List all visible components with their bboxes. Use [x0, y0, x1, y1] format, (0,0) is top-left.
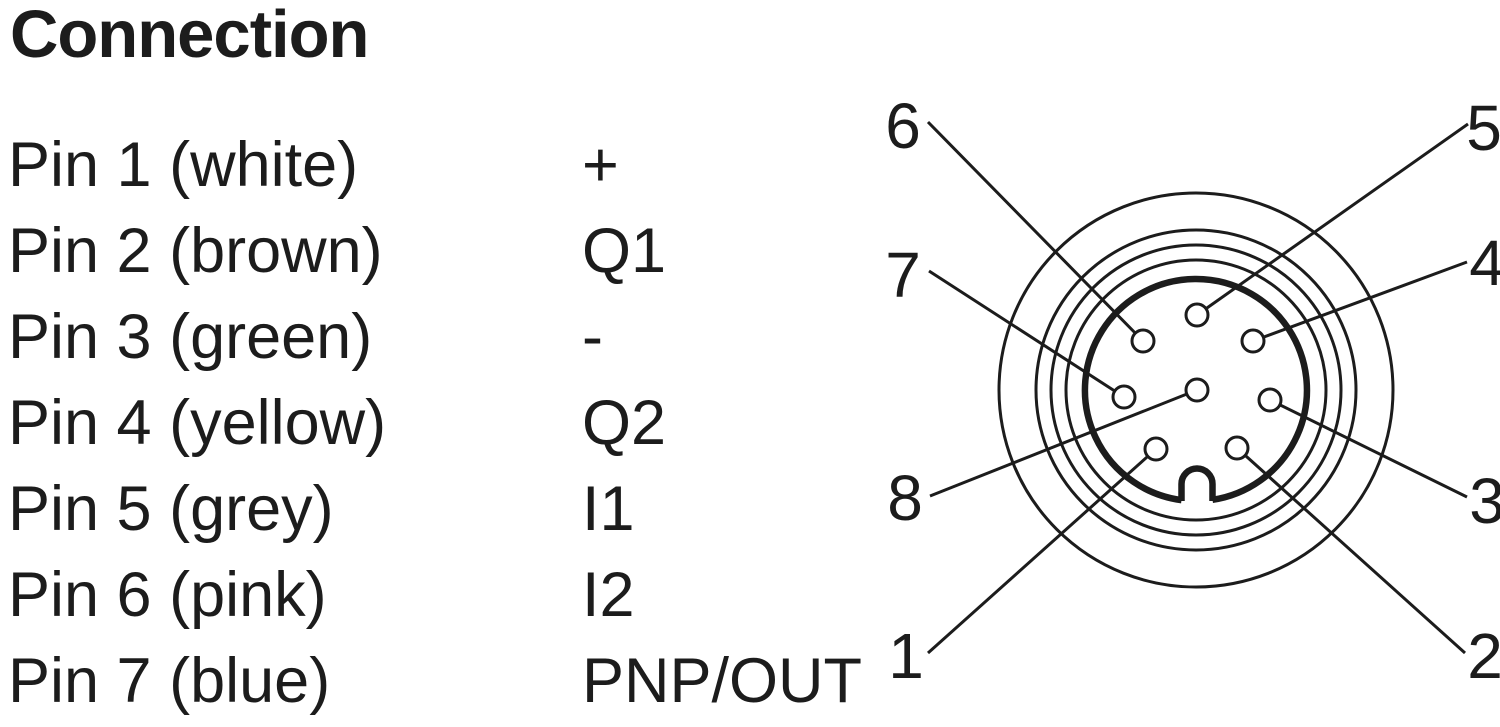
- ring-3: [1049, 243, 1343, 537]
- pin-signal: Q1: [582, 216, 667, 286]
- connector-body-rings: [997, 191, 1395, 589]
- pin-3-hole: [1257, 387, 1283, 413]
- pin-3-number: 3: [1469, 465, 1500, 537]
- pin-label: Pin 5 (grey): [8, 474, 334, 544]
- pin-7-hole: [1111, 384, 1137, 410]
- leader-line-4: [1252, 260, 1468, 343]
- pin-5-hole: [1184, 302, 1210, 328]
- pin-6-hole: [1130, 328, 1156, 354]
- pin-signal: I2: [582, 560, 635, 630]
- pin-label: Pin 3 (green): [8, 302, 373, 372]
- pin-label: Pin 7 (blue): [8, 646, 331, 716]
- pin-8-hole: [1184, 377, 1210, 403]
- pin-holes: [1111, 302, 1283, 462]
- leader-line-7: [928, 269, 1125, 399]
- table-row: Pin 5 (grey) I1: [8, 466, 908, 552]
- pin-4-number: 4: [1469, 227, 1500, 299]
- pin-number-labels: 6 7 8 1 5 4 3 2: [885, 90, 1500, 692]
- pin-label: Pin 2 (brown): [8, 216, 383, 286]
- pin-label: Pin 4 (yellow): [8, 388, 387, 458]
- pin-label: Pin 6 (pink): [8, 560, 327, 630]
- pin-2-hole: [1224, 435, 1250, 461]
- outer-ring: [997, 191, 1395, 589]
- table-row: Pin 1 (white) +: [8, 122, 908, 208]
- pin-signal: I1: [582, 474, 635, 544]
- pin-label: Pin 1 (white): [8, 130, 359, 200]
- page-title: Connection: [10, 0, 369, 72]
- leader-lines: [926, 120, 1469, 655]
- pin-6-number: 6: [885, 90, 921, 162]
- pin-signal: +: [582, 130, 619, 200]
- pin-2-number: 2: [1467, 620, 1500, 692]
- pin-signal: PNP/OUT: [582, 646, 863, 716]
- leader-line-8: [929, 388, 1198, 498]
- table-row: Pin 6 (pink) I2: [8, 552, 908, 638]
- table-row: Pin 7 (blue) PNP/OUT: [8, 638, 908, 724]
- insert-ring: [1081, 275, 1311, 504]
- ring-4: [1064, 258, 1328, 522]
- pin-5-number: 5: [1466, 92, 1500, 164]
- leader-line-3: [1269, 398, 1468, 499]
- table-row: Pin 2 (brown) Q1: [8, 208, 908, 294]
- pin-1-hole: [1143, 436, 1169, 462]
- pin-assignment-table: Pin 1 (white) + Pin 2 (brown) Q1 Pin 3 (…: [8, 122, 908, 724]
- pin-signal: Q2: [582, 388, 667, 458]
- table-row: Pin 4 (yellow) Q2: [8, 380, 908, 466]
- keyway-notch: [1178, 465, 1216, 501]
- leader-line-6: [926, 120, 1145, 343]
- pin-signal: -: [582, 302, 603, 372]
- pin-7-number: 7: [885, 239, 921, 311]
- table-row: Pin 3 (green) -: [8, 294, 908, 380]
- ring-2: [1034, 228, 1358, 552]
- pin-8-number: 8: [887, 462, 923, 534]
- pin-1-number: 1: [888, 620, 924, 692]
- leader-line-2: [1235, 446, 1467, 655]
- leader-line-1: [926, 447, 1158, 655]
- pin-4-hole: [1240, 328, 1266, 354]
- leader-line-5: [1196, 122, 1469, 317]
